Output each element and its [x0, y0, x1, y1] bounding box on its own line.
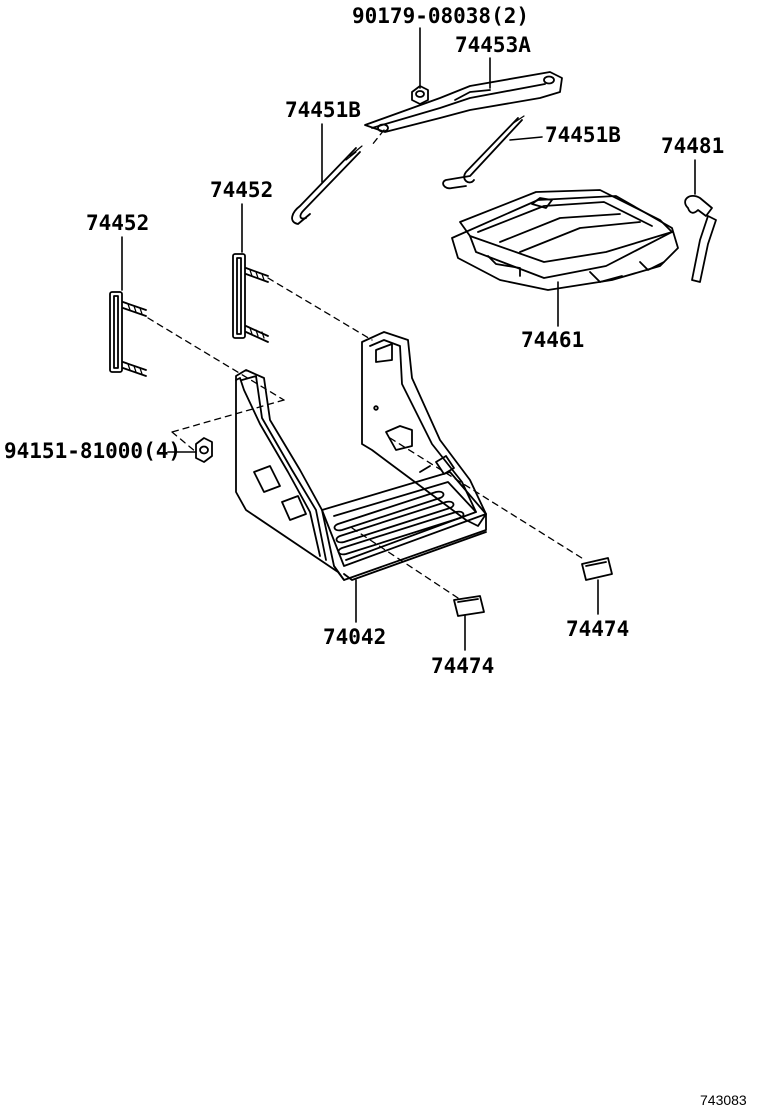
- rod-74451b-right: [442, 115, 525, 190]
- diagram-code: 743083: [700, 1092, 747, 1108]
- label-pad-74474-bottom: 74474: [431, 654, 495, 678]
- clamp-74453a: [364, 71, 563, 133]
- nut-94151: [195, 437, 213, 463]
- clip-74481: [684, 195, 717, 283]
- pad-74474-right: [581, 557, 613, 581]
- label-battery-tray-74042: 74042: [323, 625, 387, 649]
- label-pad-74474-right: 74474: [566, 617, 630, 641]
- label-rod-74451b-left: 74451B: [285, 98, 361, 122]
- battery-tray-74042: [235, 331, 487, 581]
- pad-74474-bottom: [453, 595, 485, 617]
- nut-90179: [411, 85, 429, 105]
- label-bolt-plate-74452-mid: 74452: [210, 178, 274, 202]
- leader-lines: [121, 27, 696, 651]
- rod-74451b-left: [291, 145, 363, 225]
- insulator-74461: [451, 189, 679, 291]
- label-insulator-74461: 74461: [521, 328, 585, 352]
- label-nut-94151: 94151-81000(4): [4, 439, 182, 463]
- dashed-assembly-lines: [147, 129, 586, 599]
- label-nut-90179: 90179-08038(2): [352, 4, 530, 28]
- label-bolt-plate-74452-left: 74452: [86, 211, 150, 235]
- label-clip-74481: 74481: [661, 134, 725, 158]
- label-rod-74451b-right: 74451B: [545, 123, 621, 147]
- label-clamp-74453a: 74453A: [455, 33, 531, 57]
- bolt-plate-74452-left: [109, 291, 147, 377]
- bolt-plate-74452-mid: [232, 253, 269, 343]
